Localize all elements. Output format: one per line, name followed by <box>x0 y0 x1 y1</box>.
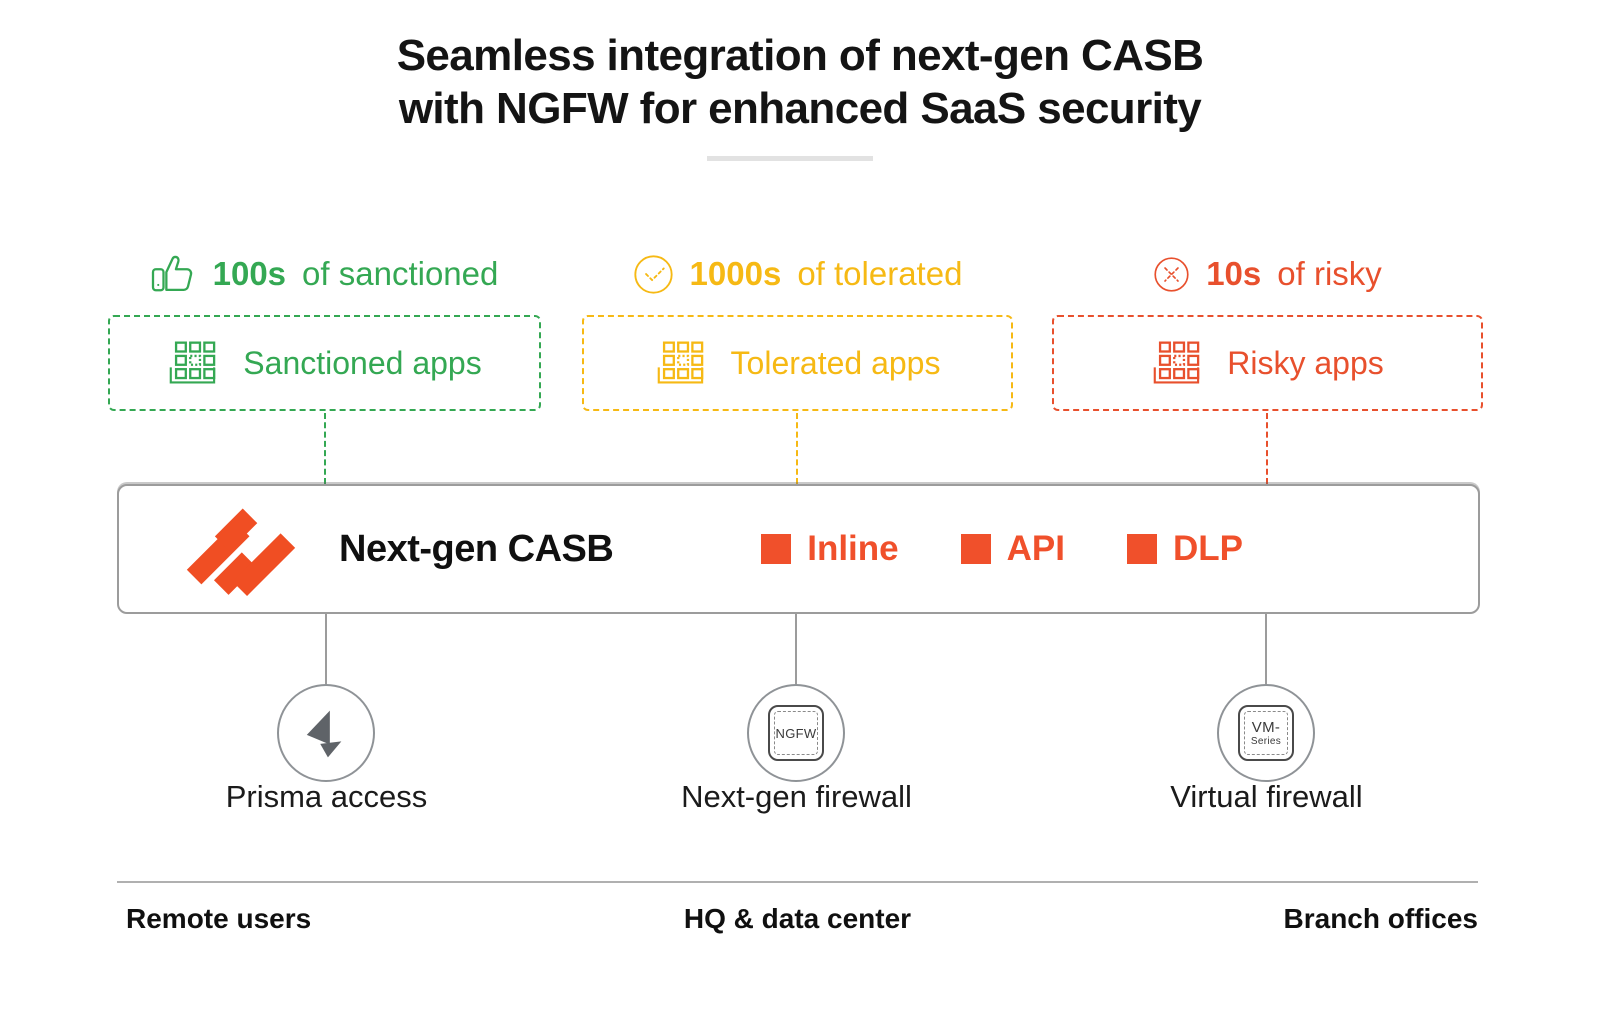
app-grid-icon <box>1151 340 1201 386</box>
sanctioned-label: of sanctioned <box>302 255 499 292</box>
page-title-line2: with NGFW for enhanced SaaS security <box>398 83 1202 133</box>
prisma-access-node <box>277 684 375 782</box>
ngfw-node: NGFW <box>747 684 845 782</box>
risky-apps-label: Risky apps <box>1227 344 1384 381</box>
ngfw-label: Next-gen firewall <box>681 779 912 814</box>
page-title-line1: Seamless integration of next-gen CASB <box>396 31 1204 80</box>
x-circle-icon <box>1153 256 1190 293</box>
risky-apps-box: Risky apps <box>1052 315 1483 411</box>
page-title: Seamless integration of next-gen CASB wi… <box>0 30 1600 136</box>
feature-inline-label: Inline <box>807 529 899 568</box>
sanctioned-apps-label: Sanctioned apps <box>243 344 482 381</box>
connector-casb-to-prisma <box>325 614 327 684</box>
virtual-firewall-label: Virtual firewall <box>1170 779 1363 814</box>
vm-series-chip-icon: VM- Series <box>1238 705 1294 761</box>
vm-chip-label-line1: VM- <box>1251 718 1281 736</box>
chip-dotted-border <box>1244 711 1288 755</box>
ngfw-chip-icon: NGFW <box>768 705 824 761</box>
prisma-logo-icon <box>294 701 358 765</box>
location-remote-users: Remote users <box>126 903 312 934</box>
chip-dotted-border <box>774 711 818 755</box>
bottom-divider <box>117 881 1478 883</box>
header-risky: 10s of risky <box>1052 250 1483 298</box>
connector-sanctioned-to-casb <box>324 413 326 484</box>
check-circle-icon <box>633 254 674 295</box>
feature-inline: Inline <box>761 529 899 569</box>
tolerated-label: of tolerated <box>797 255 963 292</box>
connector-tolerated-to-casb <box>796 413 798 484</box>
casb-bar: Next-gen CASB Inline API DLP <box>117 484 1480 614</box>
palo-alto-logo-icon <box>185 502 297 596</box>
vm-series-node: VM- Series <box>1217 684 1315 782</box>
sanctioned-count: 100s <box>212 255 287 292</box>
header-sanctioned: 100s of sanctioned <box>108 250 541 298</box>
sanctioned-apps-box: Sanctioned apps <box>108 315 541 411</box>
casb-title: Next-gen CASB <box>339 527 614 570</box>
feature-api: API <box>960 529 1065 569</box>
tolerated-count: 1000s <box>689 255 782 292</box>
vm-chip-label-line2: Series <box>1250 735 1282 747</box>
app-grid-icon <box>655 340 705 386</box>
prisma-access-label: Prisma access <box>225 779 428 814</box>
square-bullet-icon <box>761 534 792 564</box>
title-divider <box>707 156 873 161</box>
feature-api-label: API <box>1006 529 1065 568</box>
location-hq-data-center: HQ & data center <box>683 903 912 934</box>
risky-label: of risky <box>1277 255 1382 292</box>
casb-features: Inline API DLP <box>761 529 1243 569</box>
ngfw-chip-label: NGFW <box>775 725 817 741</box>
location-branch-offices: Branch offices <box>1283 903 1479 934</box>
connector-casb-to-vm <box>1265 614 1267 684</box>
tolerated-apps-box: Tolerated apps <box>582 315 1013 411</box>
thumbs-up-icon <box>151 253 197 295</box>
square-bullet-icon <box>1127 534 1157 564</box>
square-bullet-icon <box>960 534 991 564</box>
feature-dlp-label: DLP <box>1173 529 1243 568</box>
feature-dlp: DLP <box>1127 529 1243 569</box>
risky-count: 10s <box>1206 255 1262 292</box>
header-tolerated: 1000s of tolerated <box>582 250 1013 298</box>
tolerated-apps-label: Tolerated apps <box>730 344 941 381</box>
app-grid-icon <box>167 340 217 386</box>
connector-risky-to-casb <box>1266 413 1268 484</box>
connector-casb-to-ngfw <box>795 614 797 684</box>
